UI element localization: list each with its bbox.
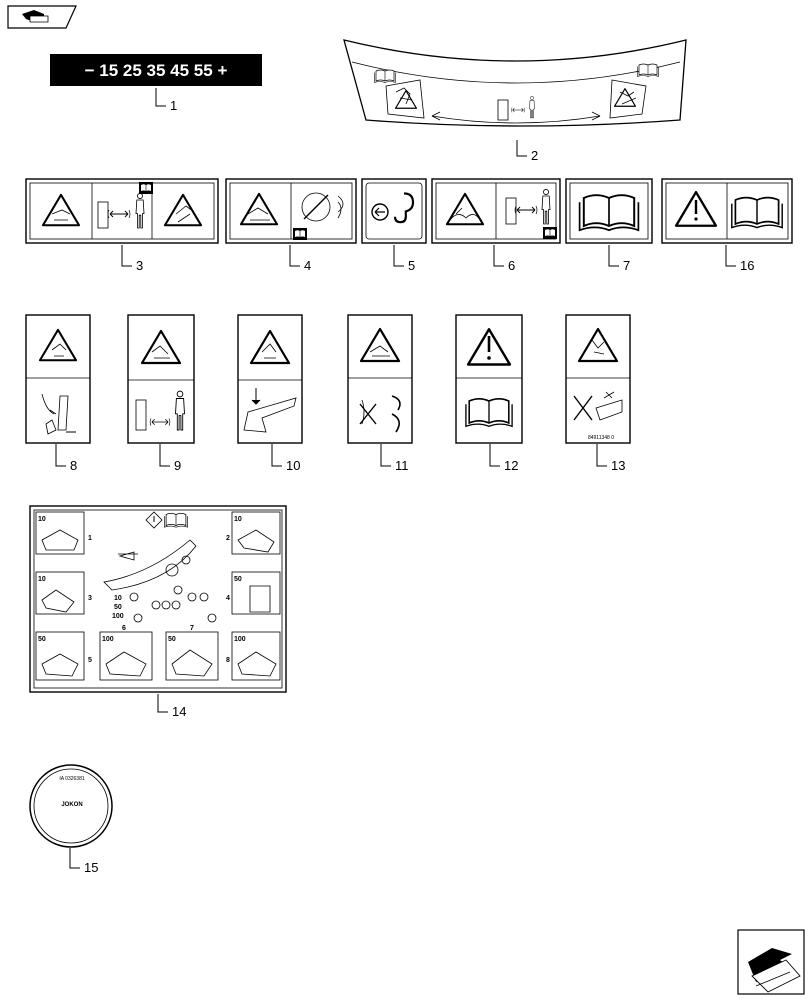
item14-num-1: 1 bbox=[88, 535, 92, 542]
item-12-decal bbox=[455, 314, 523, 444]
callout-16: 16 bbox=[740, 258, 754, 273]
item-10-decal bbox=[237, 314, 303, 444]
item14-cell-5-label: 50 bbox=[38, 636, 46, 643]
item14-legend-c: 100 bbox=[112, 613, 124, 620]
callout-8: 8 bbox=[70, 458, 77, 473]
item-13-code: 84911348 0 bbox=[588, 435, 614, 441]
item14-num-3: 3 bbox=[88, 595, 92, 602]
item14-num-7: 7 bbox=[190, 625, 194, 632]
item14-legend-b: 50 bbox=[114, 604, 122, 611]
item14-cell-3-label: 10 bbox=[38, 576, 46, 583]
item-13-decal: 84911348 0 bbox=[565, 314, 631, 444]
item-3-decal bbox=[25, 178, 219, 244]
callout-7: 7 bbox=[623, 258, 630, 273]
nav-next-button[interactable] bbox=[737, 929, 805, 995]
callout-14: 14 bbox=[172, 704, 186, 719]
item14-num-2: 2 bbox=[226, 535, 230, 542]
item14-cell-7-label: 50 bbox=[168, 636, 176, 643]
item14-legend-a: 10 bbox=[114, 595, 122, 602]
item-14-service-decal: 10 10 10 50 50 100 50 100 1 2 3 4 5 6 7 … bbox=[29, 505, 287, 693]
disc-brand: JOKON bbox=[61, 802, 82, 808]
callout-6: 6 bbox=[508, 258, 515, 273]
item-4-decal bbox=[225, 178, 357, 244]
item14-cell-2-label: 10 bbox=[234, 516, 242, 523]
callout-9: 9 bbox=[174, 458, 181, 473]
callout-10: 10 bbox=[286, 458, 300, 473]
item-11-decal bbox=[347, 314, 413, 444]
callout-5: 5 bbox=[408, 258, 415, 273]
callout-11: 11 bbox=[395, 458, 409, 473]
item-7-decal bbox=[565, 178, 653, 244]
item-16-decal bbox=[661, 178, 793, 244]
callout-4: 4 bbox=[304, 258, 311, 273]
item14-num-6: 6 bbox=[122, 625, 126, 632]
item14-cell-6-label: 100 bbox=[102, 636, 114, 643]
callout-2: 2 bbox=[531, 148, 538, 163]
disc-top-text: IA 0326381 bbox=[59, 776, 85, 782]
callout-12: 12 bbox=[504, 458, 518, 473]
item14-cell-8-label: 100 bbox=[234, 636, 246, 643]
item-5-decal bbox=[361, 178, 427, 244]
callout-15: 15 bbox=[84, 860, 98, 875]
item14-num-4: 4 bbox=[226, 595, 230, 602]
item-8-decal bbox=[25, 314, 91, 444]
item14-num-5: 5 bbox=[88, 657, 92, 664]
callout-3: 3 bbox=[136, 258, 143, 273]
scale-label: − 15 25 35 45 55 + bbox=[85, 61, 228, 80]
item-6-decal bbox=[431, 178, 561, 244]
item-9-decal bbox=[127, 314, 195, 444]
item-1-scale-decal: − 15 25 35 45 55 + bbox=[50, 54, 262, 86]
item14-cell-4-label: 50 bbox=[234, 576, 242, 583]
callout-13: 13 bbox=[611, 458, 625, 473]
item-15-disc-label: IA 0326381 JOKON bbox=[29, 764, 113, 848]
item-2-curved-decal bbox=[343, 39, 687, 127]
item14-num-8: 8 bbox=[226, 657, 230, 664]
callout-1: 1 bbox=[170, 98, 177, 113]
item14-cell-1-label: 10 bbox=[38, 516, 46, 523]
nav-prev-button[interactable] bbox=[7, 5, 77, 29]
